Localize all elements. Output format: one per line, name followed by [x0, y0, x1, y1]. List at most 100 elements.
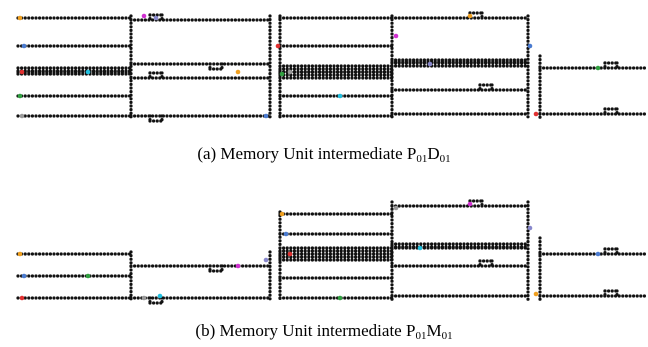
wire-dot [300, 232, 304, 236]
wire-dot [390, 214, 394, 218]
wire-dot [328, 73, 332, 77]
wire-dot [426, 242, 430, 246]
wire-dot [494, 61, 498, 65]
wire-dot [300, 70, 304, 74]
wire-dot [484, 64, 488, 68]
wire-dot [16, 296, 20, 300]
wire-dot [364, 44, 368, 48]
wire-dot [289, 76, 293, 80]
wire-dot [444, 245, 448, 249]
wire-dot [303, 255, 307, 259]
wire-dot [278, 97, 282, 101]
wire-dot [223, 296, 227, 300]
wire-dot [30, 69, 34, 73]
wire-dot [350, 258, 354, 262]
wire-dot [30, 94, 34, 98]
wire-dot [382, 246, 386, 250]
wire-dot [230, 264, 234, 268]
wire-dot [390, 297, 394, 301]
wire-dot [215, 114, 219, 118]
wire-dot [361, 94, 365, 98]
wire-dot [346, 296, 350, 300]
wire-dot [255, 62, 259, 66]
wire-dot [426, 245, 430, 249]
wire-dot [278, 90, 282, 94]
wire-dot [444, 16, 448, 20]
wire-dot [390, 294, 394, 298]
wire-dot [490, 259, 494, 263]
wire-dot [526, 261, 530, 265]
wire-dot [38, 296, 42, 300]
wire-dot [346, 258, 350, 262]
wire-dot [466, 58, 470, 62]
wire-dot [361, 249, 365, 253]
wire-dot [354, 76, 358, 80]
wire-dot [41, 274, 45, 278]
wire-dot [160, 71, 164, 75]
wire-dot [401, 242, 405, 246]
wire-dot [455, 294, 459, 298]
wire-dot [615, 107, 619, 111]
wire-dot [38, 252, 42, 256]
wire-dot [278, 258, 282, 262]
wire-dot [300, 94, 304, 98]
wire-dot [151, 296, 155, 300]
wire-dot [332, 76, 336, 80]
wire-dot [473, 112, 477, 116]
wire-dot [241, 18, 245, 22]
wire-dot [223, 114, 227, 118]
wire-dot [408, 294, 412, 298]
wire-dot [375, 16, 379, 20]
wire-dot [458, 204, 462, 208]
wire-dot [120, 114, 124, 118]
wire-dot [375, 296, 379, 300]
wire-dot [59, 274, 63, 278]
wire-dot [27, 69, 31, 73]
wire-dot [314, 67, 318, 71]
wire-dot [237, 296, 241, 300]
wire-dot [325, 76, 329, 80]
wire-dot [325, 212, 329, 216]
wire-dot [183, 18, 187, 22]
wire-dot [430, 242, 434, 246]
wire-dot [310, 94, 314, 98]
wire-dot [136, 18, 140, 22]
wire-dot [278, 25, 282, 29]
wire-dot [599, 252, 603, 256]
wire-dot [357, 114, 361, 118]
wire-dot [45, 44, 49, 48]
wire-dot [133, 18, 137, 22]
wire-dot [129, 36, 133, 40]
wire-dot [574, 66, 578, 70]
wire-dot [509, 64, 513, 68]
wire-dot [588, 66, 593, 70]
wire-dot [147, 264, 151, 268]
wire-dot [516, 204, 520, 208]
wire-dot [433, 58, 437, 62]
wire-dot [526, 61, 530, 65]
wire-dot [158, 62, 162, 66]
wire-dot [110, 66, 114, 70]
wire-dot [419, 204, 423, 208]
wire-dot [152, 301, 156, 305]
wire-dot [346, 70, 350, 74]
wire-dot [354, 232, 358, 236]
wire-dot [176, 76, 180, 80]
wire-dot [505, 294, 509, 298]
wire-dot [422, 245, 426, 249]
wire-dot [469, 245, 473, 249]
wire-dot [469, 58, 473, 62]
wire-dot [570, 66, 575, 70]
wire-dot [310, 232, 314, 236]
wire-dot [129, 104, 133, 108]
wire-dot [635, 112, 639, 116]
wire-dot [491, 112, 495, 116]
wire-dot [372, 44, 376, 48]
wire-dot [124, 296, 128, 300]
wire-dot [538, 76, 542, 80]
wire-dot [339, 252, 343, 256]
wire-dot [382, 296, 386, 300]
wire-dot [183, 296, 187, 300]
wire-dot [603, 107, 607, 111]
wire-dot [487, 204, 491, 208]
